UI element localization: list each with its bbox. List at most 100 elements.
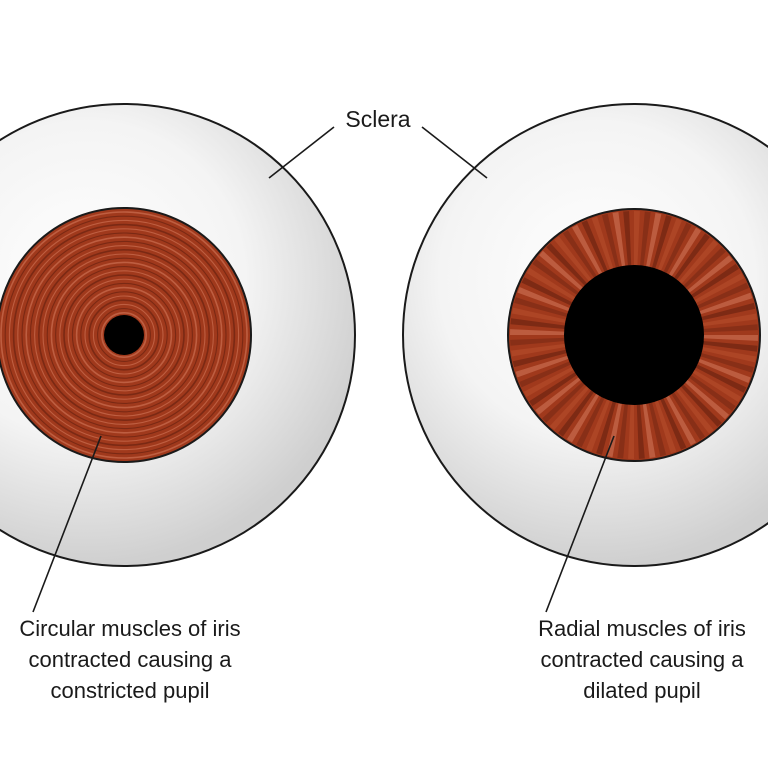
right-iris-radial-fiber: [691, 369, 742, 403]
right-iris-radial-fiber: [519, 360, 573, 388]
left-iris-ring: [71, 282, 177, 388]
right-iris-radial-fiber: [659, 396, 687, 450]
left-iris-ring: [8, 219, 240, 451]
right-iris-radial-fiber: [651, 215, 672, 271]
left-caption-leader: [32, 435, 102, 613]
left-iris-ring: [46, 257, 202, 413]
right-iris-radial-fiber: [521, 277, 574, 307]
right-iris-radial-fiber: [535, 376, 582, 415]
right-iris-radial-fiber: [572, 224, 603, 277]
right-iris-radial-fiber: [698, 352, 754, 373]
right-iris-radial-fiber: [617, 402, 629, 459]
right-iris-radial-fiber: [636, 402, 645, 459]
right-caption-line-1: Radial muscles of iris: [538, 616, 746, 641]
right-iris-radial-fiber: [539, 250, 585, 292]
left-iris-ring: [17, 228, 231, 442]
right-iris-radial-fiber: [510, 329, 567, 335]
left-iris-ring: [4, 215, 244, 455]
right-iris-radial-fiber: [639, 211, 651, 268]
right-iris-radial-fiber: [682, 247, 726, 290]
right-caption-line-3: dilated pupil: [583, 678, 701, 703]
right-iris-radial-fiber: [523, 366, 576, 397]
right-iris-radial-fiber: [628, 402, 634, 459]
right-iris-radial-fiber: [679, 383, 722, 427]
right-iris-radial-fiber: [542, 380, 586, 423]
left-iris-ring: [92, 303, 156, 367]
left-caption: Circular muscles of iris contracted caus…: [0, 613, 290, 706]
right-iris-radial-fiber: [591, 216, 614, 272]
left-iris-ring: [34, 245, 214, 425]
right-iris-radial-fiber: [697, 292, 753, 315]
right-iris-radial-fiber: [648, 400, 667, 457]
right-iris-radial-fiber: [586, 397, 611, 452]
left-iris-ring: [101, 311, 148, 358]
right-iris-radial-fiber: [514, 297, 570, 318]
right-iris-radial-fiber: [554, 236, 593, 283]
right-iris-radial-fiber: [696, 358, 751, 383]
right-iris-radial-fiber: [558, 388, 595, 437]
right-iris-radial-fiber: [701, 340, 758, 352]
left-iris-ring: [97, 308, 151, 362]
right-iris-radial-fiber: [623, 211, 632, 268]
right-iris-radial-fiber: [512, 349, 569, 368]
right-iris-radial-fiber: [526, 267, 577, 301]
right-iris-radial-fiber: [677, 240, 719, 286]
sclera-leader-right: [421, 126, 488, 179]
left-iris-ring: [12, 223, 236, 447]
sclera-label: Sclera: [345, 106, 411, 132]
left-iris-ring: [63, 274, 185, 396]
right-iris-radial-fiber: [581, 220, 609, 274]
right-iris-radial-fiber: [546, 243, 589, 287]
right-iris-radial-fiber: [692, 273, 745, 304]
right-iris-radial-fiber: [670, 390, 706, 440]
left-iris-ring: [59, 270, 189, 400]
right-caption: Radial muscles of iris contracted causin…: [482, 613, 768, 706]
right-iris-radial-fiber: [701, 313, 757, 327]
right-iris-radial-fiber: [510, 337, 567, 346]
right-iris-radial-fiber: [689, 263, 739, 299]
left-iris-ring: [25, 236, 223, 434]
right-iris-radial-fiber: [642, 402, 656, 458]
right-iris-radial-fiber: [654, 398, 677, 454]
right-iris-radial-fiber: [662, 222, 692, 275]
left-iris-ring: [38, 249, 210, 421]
right-iris-radial-fiber: [517, 287, 572, 312]
left-iris-ring: [21, 232, 227, 438]
right-iris-radial-fiber: [673, 233, 710, 282]
left-iris-ring: [88, 299, 160, 371]
left-iris-ring: [84, 295, 164, 375]
right-iris-radial-fiber: [510, 318, 567, 330]
left-iris-ring: [75, 286, 173, 384]
right-iris-radial-fiber: [529, 371, 579, 407]
right-iris-radial-fiber: [576, 395, 606, 448]
right-iris-radial-fiber: [699, 302, 756, 321]
right-pupil-dilated: [564, 265, 704, 405]
right-iris-radial-fiber: [511, 307, 568, 324]
left-eyeball: [0, 103, 356, 567]
left-caption-line-2: contracted causing a: [28, 647, 232, 672]
left-iris-ring: [55, 266, 193, 404]
right-iris-radial-fiber: [657, 218, 682, 273]
right-iris-radial-fiber: [601, 213, 620, 270]
sclera-leader-left: [268, 126, 335, 179]
right-iris-radial-fiber: [687, 374, 736, 411]
left-pupil-constricted: [104, 315, 144, 355]
right-iris-radial-fiber: [634, 211, 640, 268]
right-iris-radial-fiber: [686, 255, 733, 294]
right-iris-radial-fiber: [612, 212, 626, 268]
right-iris-radial-fiber: [515, 355, 571, 378]
right-iris-radial-fiber: [694, 363, 747, 393]
left-iris-ring: [80, 291, 168, 379]
right-iris-radial-fiber: [665, 393, 696, 446]
right-iris-radial-fiber: [675, 387, 714, 434]
right-iris-radial-fiber: [532, 259, 581, 296]
left-iris-ring: [50, 261, 198, 409]
left-iris-ring: [0, 211, 248, 459]
left-caption-line-1: Circular muscles of iris: [19, 616, 241, 641]
right-iris-radial-fiber: [668, 227, 702, 278]
right-iris-radial-fiber: [566, 392, 600, 443]
right-iris-radial-fiber: [683, 378, 729, 420]
left-iris-ring: [67, 278, 181, 392]
right-iris-radial-fiber: [701, 324, 758, 333]
